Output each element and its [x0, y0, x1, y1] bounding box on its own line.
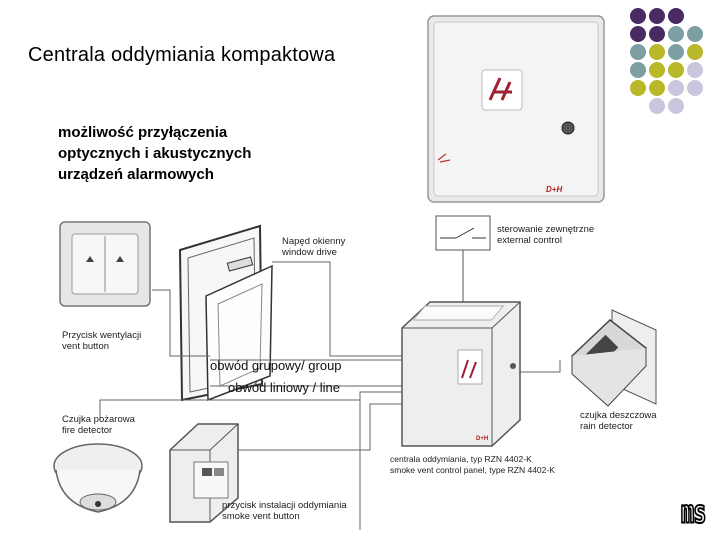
- ext-control-label-pl: sterowanie zewnętrzne: [497, 224, 595, 235]
- decorative-dot: [668, 26, 684, 42]
- vent-button-label-pl: Przycisk wentylacji: [62, 330, 142, 341]
- fire-detector-label: Czujka pożarowa fire detector: [62, 414, 135, 436]
- decorative-dot: [649, 62, 665, 78]
- top-control-panel-image: [427, 15, 605, 203]
- central-control-panel-image: [401, 301, 521, 447]
- rain-detector-label-en: rain detector: [580, 421, 633, 432]
- ext-control-label-en: external control: [497, 235, 562, 246]
- smoke-button-label-pl: przycisk instalacji oddymiania: [222, 500, 347, 511]
- smoke-vent-button-image: [169, 423, 239, 523]
- decorative-dot: [649, 44, 665, 60]
- window-drive-label-pl: Napęd okienny: [282, 236, 346, 247]
- decorative-dot: [630, 44, 646, 60]
- window-drive-label: Napęd okienny window drive: [282, 236, 345, 258]
- decorative-dot: [649, 98, 665, 114]
- decorative-dot: [649, 8, 665, 24]
- group-circuit-label: obwód grupowy/ group: [210, 358, 342, 373]
- window-drive-image: [178, 224, 273, 402]
- rain-detector-image: [570, 309, 657, 407]
- panel-label-en: smoke vent control panel, type RZN 4402-…: [390, 465, 555, 475]
- decorative-dot: [687, 44, 703, 60]
- decorative-dot: [687, 26, 703, 42]
- line-circuit-label: obwód liniowy / line: [228, 380, 341, 395]
- decorative-dot: [687, 80, 703, 96]
- subtitle-line: optycznych i akustycznych: [58, 145, 252, 162]
- vent-button-label-en: vent button: [62, 341, 110, 352]
- slide-title: Centrala oddymiania kompaktowa: [28, 44, 336, 66]
- vent-button-label: Przycisk wentylacji vent button: [62, 330, 141, 352]
- decorative-dot: [668, 98, 684, 114]
- corner-logo: ms: [680, 495, 707, 532]
- decorative-dot: [649, 26, 665, 42]
- subtitle-line: możliwość przyłączenia: [58, 124, 228, 141]
- panel-label: centrala oddymiania, typ RZN 4402-K smok…: [390, 454, 555, 476]
- fire-detector-image: [53, 443, 143, 513]
- decorative-dot: [668, 8, 684, 24]
- panel-label-pl: centrala oddymiania, typ RZN 4402-K: [390, 454, 532, 464]
- smoke-button-label: przycisk instalacji oddymiania smoke ven…: [222, 500, 347, 522]
- rain-detector-label: czujka deszczowa rain detector: [580, 410, 657, 432]
- window-drive-label-en: window drive: [282, 247, 337, 258]
- rain-detector-label-pl: czujka deszczowa: [580, 410, 657, 421]
- decorative-dot: [630, 62, 646, 78]
- decorative-dot: [668, 80, 684, 96]
- external-control-switch: [435, 215, 491, 326]
- central-panel-brand: D+H: [476, 436, 488, 442]
- decorative-dot: [630, 80, 646, 96]
- decorative-dot: [668, 44, 684, 60]
- wiring: [99, 261, 561, 530]
- decorative-dot: [649, 80, 665, 96]
- top-panel-brand: D+H: [546, 185, 562, 194]
- decorative-dot: [687, 62, 703, 78]
- decorative-dot: [668, 62, 684, 78]
- fire-detector-label-pl: Czujka pożarowa: [62, 414, 135, 425]
- slide-subtitle: możliwość przyłączenia optycznych i akus…: [58, 122, 358, 185]
- smoke-button-label-en: smoke vent button: [222, 511, 300, 522]
- vent-button-image: [59, 221, 151, 307]
- decorative-dot: [630, 8, 646, 24]
- subtitle-line: urządzeń alarmowych: [58, 166, 214, 183]
- decorative-dot: [630, 26, 646, 42]
- fire-detector-label-en: fire detector: [62, 425, 113, 436]
- ext-control-label: sterowanie zewnętrzne external control: [497, 224, 594, 246]
